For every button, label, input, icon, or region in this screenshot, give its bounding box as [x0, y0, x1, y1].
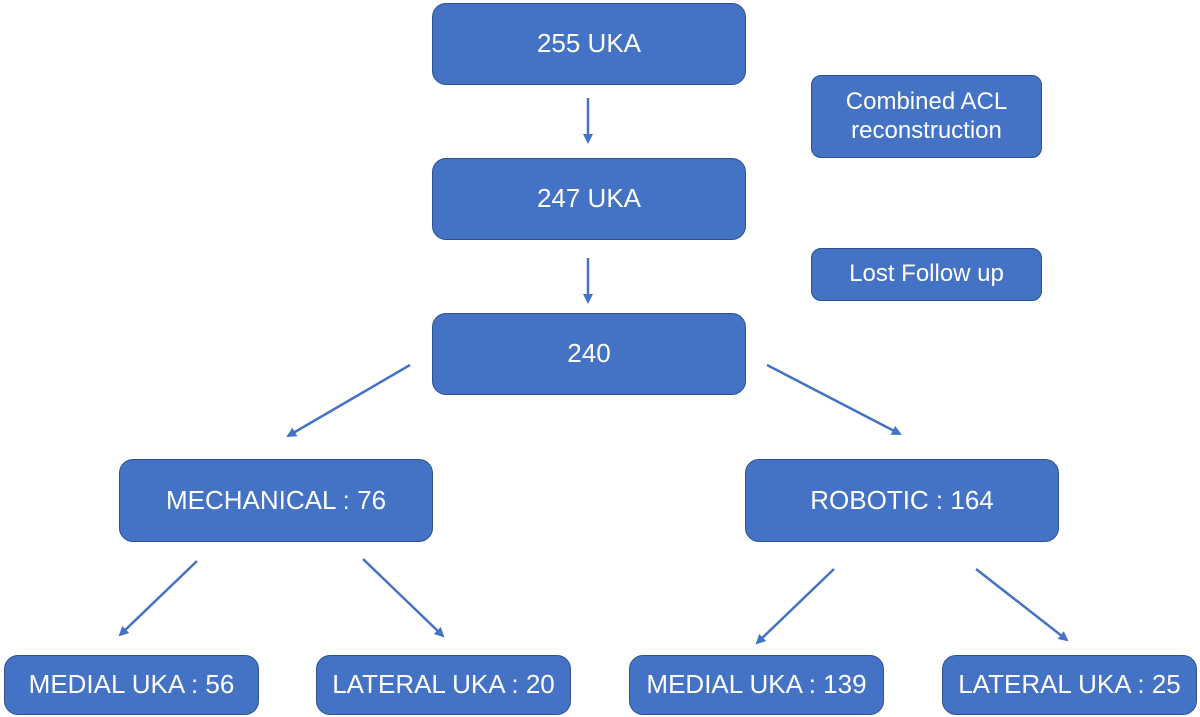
box-mechanical: MECHANICAL : 76	[119, 459, 433, 542]
arrow-step3-to-mechanical	[286, 363, 411, 438]
box-mechanical-label: MECHANICAL : 76	[165, 484, 387, 515]
box-robotic-medial: MEDIAL UKA : 139	[629, 655, 884, 715]
box-robotic-lateral: LATERAL UKA : 25	[942, 655, 1197, 715]
arrow-mechanical-to-medial	[118, 560, 198, 637]
arrow-step3-to-robotic	[766, 363, 902, 436]
box-240-label: 240	[567, 338, 611, 369]
box-exclusion-lost-follow-up: Lost Follow up	[811, 248, 1042, 301]
box-mechanical-lateral-label: LATERAL UKA : 20	[332, 669, 555, 700]
box-robotic-lateral-label: LATERAL UKA : 25	[958, 669, 1181, 700]
box-255-uka-label: 255 UKA	[536, 28, 642, 59]
box-mechanical-medial: MEDIAL UKA : 56	[4, 655, 259, 715]
box-mechanical-medial-label: MEDIAL UKA : 56	[28, 669, 235, 700]
arrow-robotic-to-lateral	[975, 568, 1069, 642]
arrow-robotic-to-medial	[755, 568, 835, 645]
box-robotic-label: ROBOTIC : 164	[810, 484, 994, 515]
box-247-uka: 247 UKA	[432, 158, 746, 240]
box-255-uka: 255 UKA	[432, 3, 746, 85]
box-exclusion-acl-label: Combined ACL reconstruction	[845, 87, 1008, 144]
box-exclusion-lost-follow-up-label: Lost Follow up	[849, 260, 1004, 288]
box-247-uka-label: 247 UKA	[536, 183, 642, 214]
box-exclusion-acl: Combined ACL reconstruction	[811, 75, 1042, 158]
box-240: 240	[432, 313, 746, 395]
box-robotic: ROBOTIC : 164	[745, 459, 1059, 542]
arrow-mechanical-to-lateral	[362, 558, 445, 638]
box-robotic-medial-label: MEDIAL UKA : 139	[646, 669, 867, 700]
box-mechanical-lateral: LATERAL UKA : 20	[316, 655, 571, 715]
